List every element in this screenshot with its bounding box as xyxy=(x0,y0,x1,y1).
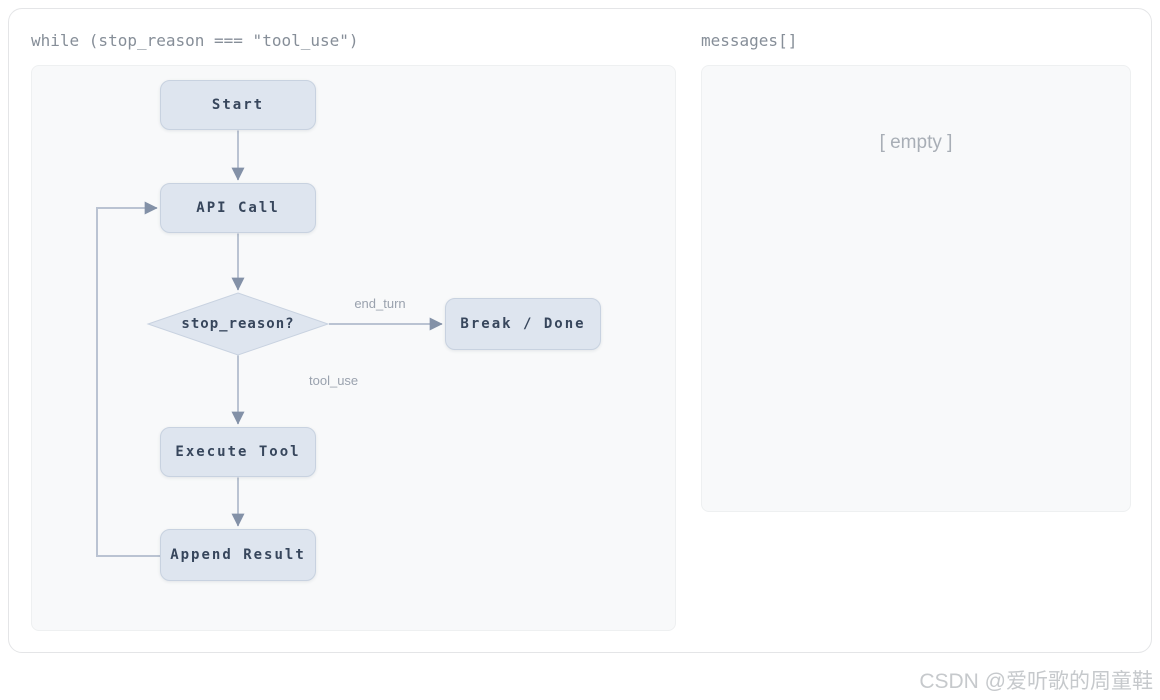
node-stop-reason-decision: stop_reason? xyxy=(181,316,295,332)
flowchart-panel: Start API Call stop_reason? Break / Done… xyxy=(31,65,676,631)
node-break-done: Break / Done xyxy=(445,298,601,350)
messages-array-title: messages[] xyxy=(701,31,798,50)
csdn-watermark: CSDN @爱听歌的周童鞋 xyxy=(919,670,1153,693)
edge-label-tool-use: tool_use xyxy=(309,373,359,388)
messages-panel: [ empty ] xyxy=(701,65,1131,512)
flowchart-canvas: Start API Call stop_reason? Break / Done… xyxy=(32,66,675,630)
messages-empty-placeholder: [ empty ] xyxy=(879,132,953,153)
node-start: Start xyxy=(160,80,316,130)
diagram-card: while (stop_reason === "tool_use") messa… xyxy=(8,8,1152,653)
loop-condition-title: while (stop_reason === "tool_use") xyxy=(31,31,359,50)
flow-connectors-svg xyxy=(96,130,443,557)
decision-diamond-shape xyxy=(146,292,330,356)
node-execute-tool: Execute Tool xyxy=(160,427,316,477)
node-api-call: API Call xyxy=(160,183,316,233)
edge-label-end-turn: end_turn xyxy=(354,296,406,311)
edge-append-result-loop-to-api-call xyxy=(96,201,160,557)
node-append-result: Append Result xyxy=(160,529,316,581)
